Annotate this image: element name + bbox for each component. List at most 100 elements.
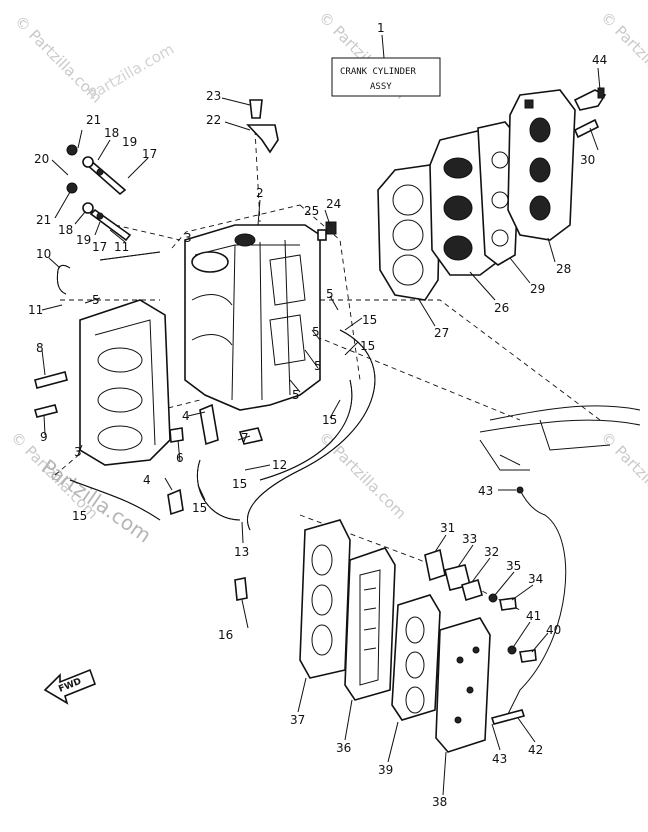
clip-7 [238,427,264,445]
assembly-label-line2: ASSY [370,82,392,92]
washer-18b [82,202,94,214]
callout-30: 30 [580,153,595,167]
callout-34: 34 [528,572,543,586]
hoses [56,251,567,721]
callout-18a: 18 [104,126,119,140]
gasket-39 [391,594,441,721]
callout-3b: 3 [74,445,82,459]
callout-29: 29 [530,282,545,296]
exhaust-cover-38 [435,617,491,753]
callout-5a: 5 [92,293,100,307]
bolt-8 [34,371,68,389]
thermostat-31 [424,548,446,582]
washer-35 [488,593,498,603]
callout-15f: 15 [72,509,87,523]
callout-43a: 43 [478,484,493,498]
callout-12: 12 [272,458,287,472]
bolt-30 [573,118,600,139]
fitting-4a [199,403,219,446]
callout-21b: 21 [36,213,51,227]
callout-19a: 19 [122,135,137,149]
callout-31: 31 [440,521,455,535]
callout-15c: 15 [322,413,337,427]
inner-plate-36 [344,547,396,701]
hose-10 [56,264,71,295]
washer-19b [96,212,104,220]
plug-25 [317,229,327,241]
grommet-16 [234,577,248,601]
callout-33: 33 [462,532,477,546]
bolt-40 [519,649,537,663]
plug-21b [66,182,78,194]
callout-42: 42 [528,743,543,757]
callout-40: 40 [546,623,561,637]
watermark-diag-top: Partzilla.com [85,40,177,104]
callouts: 1 2 3 3 4 4 5 5 5 5 5 6 7 8 9 10 11 11 1… [28,21,607,809]
callout-17b: 17 [92,240,107,254]
callout-5e: 5 [292,388,300,402]
plug-21a [66,144,78,156]
callout-5c: 5 [312,325,320,339]
bolt-9 [34,404,58,418]
callout-10: 10 [36,247,51,261]
callout-36: 36 [336,741,351,755]
callout-8: 8 [36,341,44,355]
callout-21a: 21 [86,113,101,127]
callout-44: 44 [592,53,607,67]
callout-5d: 5 [314,359,322,373]
plug-24 [325,221,337,235]
callout-43b: 43 [492,752,507,766]
callout-6: 6 [176,451,184,465]
callout-41: 41 [526,609,541,623]
bolt-34 [499,597,517,611]
callout-24: 24 [326,197,341,211]
callout-4a: 4 [182,409,190,423]
hose-10-inner [56,264,71,295]
clip-43 [516,486,524,494]
washer-19a [96,168,104,176]
callout-20: 20 [34,152,49,166]
callout-11a: 11 [114,240,129,254]
watermarks: © Partzilla.com © Partzilla.com © Partzi… [7,8,648,547]
callout-22: 22 [206,113,221,127]
assembly-label-line1: CRANK CYLINDER [340,67,416,77]
fitting-6 [169,427,184,443]
hose-43 [504,489,567,721]
watermark-center: © Partzilla.com [315,428,410,523]
callout-23: 23 [206,89,221,103]
washer-18a [82,156,94,168]
head-cover-28 [507,89,576,241]
gasket-37 [299,519,351,679]
callout-5b: 5 [326,287,334,301]
fitting-22 [246,124,279,154]
callout-7: 7 [241,431,249,445]
callout-15e: 15 [192,501,207,515]
callout-13: 13 [234,545,249,559]
bolt-23 [249,99,263,119]
leader-lines [41,67,601,796]
callout-15b: 15 [360,339,375,353]
callout-1: 1 [377,21,385,35]
callout-27: 27 [434,326,449,340]
crankcase-half [79,299,171,466]
callout-39: 39 [378,763,393,777]
callout-38: 38 [432,795,447,809]
sensor-44 [573,87,607,111]
callout-15a: 15 [362,313,377,327]
fwd-arrow: FWD [43,668,97,705]
gasket-27 [377,164,441,301]
callout-15d: 15 [232,477,247,491]
assembly-label-box: CRANK CYLINDER ASSY [331,34,441,97]
callout-28: 28 [556,262,571,276]
callout-26: 26 [494,301,509,315]
hardware [34,99,337,601]
washer-41 [507,645,517,655]
callout-11b: 11 [28,303,43,317]
fitting-4b [167,488,184,516]
callout-4b: 4 [143,473,151,487]
callout-2: 2 [256,186,264,200]
callout-32: 32 [484,545,499,559]
cowl-outline [479,405,641,471]
callout-37: 37 [290,713,305,727]
watermark-diag-left: Partzilla.com [37,454,156,547]
